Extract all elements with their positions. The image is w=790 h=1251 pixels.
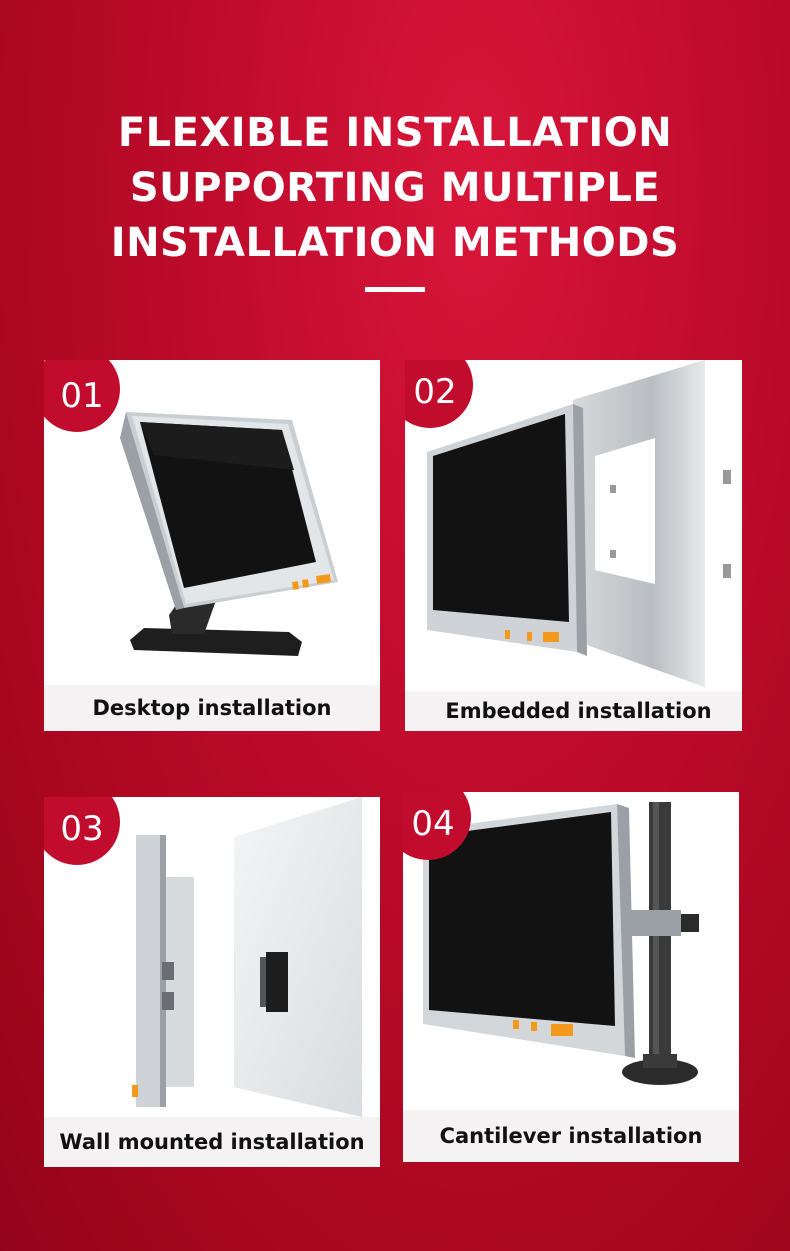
title-line-3: INSTALLATION METHODS <box>110 220 680 266</box>
badge-02: 02 <box>405 360 473 428</box>
badge-04: 04 <box>403 792 471 860</box>
desktop-monitor-icon <box>44 360 380 685</box>
caption-desktop-installation: Desktop installation <box>44 685 380 731</box>
caption-embedded-installation: Embedded installation <box>405 691 742 731</box>
title-line-1: FLEXIBLE INSTALLATION <box>117 110 673 156</box>
card-embedded-installation: Embedded installation 02 <box>405 360 742 731</box>
caption-cantilever-installation: Cantilever installation <box>403 1110 739 1162</box>
card-wall-mounted-installation: Wall mounted installation 03 <box>44 797 380 1167</box>
card-cantilever-installation: Cantilever installation 04 <box>403 792 739 1162</box>
title-line-2: SUPPORTING MULTIPLE <box>129 165 661 211</box>
card-desktop-installation: Desktop installation 01 <box>44 360 380 731</box>
page-title: FLEXIBLE INSTALLATION SUPPORTING MULTIPL… <box>0 106 790 271</box>
title-divider <box>365 287 425 292</box>
caption-wall-mounted-installation: Wall mounted installation <box>44 1117 380 1167</box>
